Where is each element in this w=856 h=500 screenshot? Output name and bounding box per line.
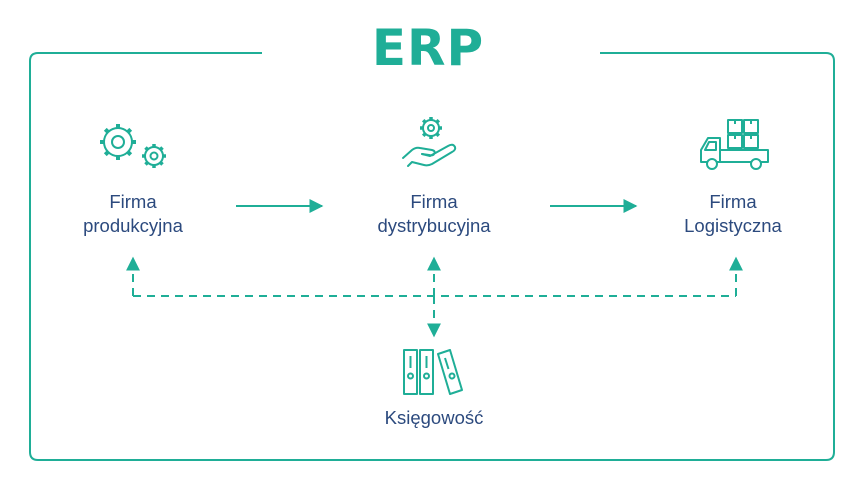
node-distribution-line1: Firma [410, 191, 458, 212]
node-logistics-line2: Logistyczna [684, 215, 782, 236]
diagram-title: ERP [371, 19, 485, 77]
binders-icon [403, 349, 463, 395]
delivery-truck-icon [700, 119, 769, 170]
node-distribution-line2: dystrybucyjna [377, 215, 491, 236]
erp-frame [29, 52, 835, 461]
node-logistics-line1: Firma [709, 191, 757, 212]
hand-gear-icon [402, 117, 457, 167]
node-distribution-label: Firma dystrybucyjna [324, 190, 544, 238]
node-production-line1: Firma [109, 191, 157, 212]
accounting-label: Księgowość [384, 407, 484, 428]
gears-icon [100, 124, 166, 168]
node-production-line2: produkcyjna [83, 215, 183, 236]
node-logistics-label: Firma Logistyczna [623, 190, 843, 238]
node-production-label: Firma produkcyjna [23, 190, 243, 238]
